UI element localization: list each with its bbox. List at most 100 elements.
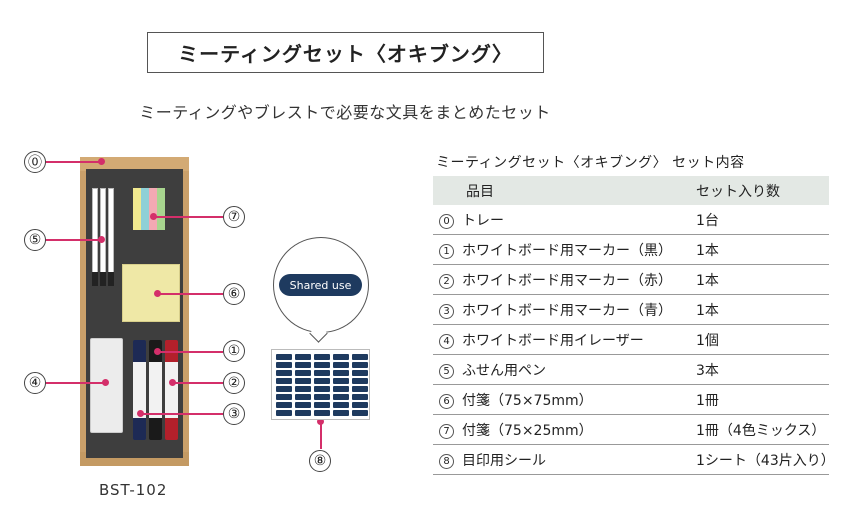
marker-black [149, 340, 162, 440]
sticker [295, 362, 311, 368]
table-row: 0 トレー 1台 [433, 205, 829, 235]
callout-line [140, 413, 223, 415]
item-number: 8 [439, 453, 454, 469]
sticker [352, 370, 368, 376]
item-name: ホワイトボード用マーカー（赤） [462, 272, 672, 289]
sticker [352, 386, 368, 392]
item-number: 1 [439, 243, 454, 259]
item-name: トレー [462, 212, 504, 229]
item-name: ホワイトボード用マーカー（青） [462, 302, 672, 319]
sticker [352, 354, 368, 360]
sticker [333, 354, 349, 360]
item-number: 3 [439, 303, 454, 319]
callout-line [172, 382, 223, 384]
callout-number: ⑤ [24, 229, 46, 251]
sticker [314, 378, 330, 384]
callout-line [157, 351, 223, 353]
sticker [276, 362, 292, 368]
callout-number: ④ [24, 372, 46, 394]
pen-tip [100, 272, 106, 286]
sticker [276, 370, 292, 376]
callout-dot [168, 378, 176, 386]
sticker [333, 362, 349, 368]
callout-dot [101, 378, 109, 386]
callout-number: ⑧ [309, 450, 331, 472]
sticker [352, 402, 368, 408]
sticker [352, 394, 368, 400]
sticker [295, 378, 311, 384]
item-name: 付箋（75×25mm） [462, 422, 593, 439]
item-number: 5 [439, 363, 454, 379]
item-name: 目印用シール [462, 452, 546, 469]
sticker [352, 410, 368, 416]
sticker [314, 354, 330, 360]
callout-line [45, 239, 101, 241]
item-number: 0 [439, 213, 454, 229]
table-row: 6 付箋（75×75mm） 1冊 [433, 384, 829, 415]
item-name: 付箋（75×75mm） [462, 392, 593, 409]
callout-number: ⑦ [223, 206, 245, 228]
item-quantity: 1冊（4色ミックス） [689, 414, 829, 445]
sticker [333, 370, 349, 376]
sticker [276, 354, 292, 360]
item-name: ホワイトボード用イレーザー [462, 332, 644, 349]
item-number: 7 [439, 423, 454, 439]
marker-red [165, 340, 178, 440]
sticker [276, 402, 292, 408]
sticker [276, 394, 292, 400]
item-quantity: 1台 [689, 205, 829, 235]
sticker [333, 402, 349, 408]
sticker [314, 362, 330, 368]
callout-line [320, 421, 322, 449]
table-row: 7 付箋（75×25mm） 1冊（4色ミックス） [433, 414, 829, 445]
sticker [295, 386, 311, 392]
sticker [295, 410, 311, 416]
sticker [295, 370, 311, 376]
pen-tip [108, 272, 114, 286]
callout-line [45, 161, 101, 163]
item-name: ホワイトボード用マーカー（黒） [462, 242, 672, 259]
callout-line [157, 293, 223, 295]
callout-number: ⓪ [24, 151, 46, 173]
item-number: 4 [439, 333, 454, 349]
callout-number: ② [223, 372, 245, 394]
sticker [314, 410, 330, 416]
sticker [352, 362, 368, 368]
sticker [276, 378, 292, 384]
callout-dot [97, 235, 105, 243]
callout-dot [316, 417, 324, 425]
callout-dot [97, 157, 105, 165]
sticker-sheet [271, 349, 370, 420]
callout-dot [153, 289, 161, 297]
item-quantity: 1個 [689, 324, 829, 355]
column-header-item: 品目 [433, 176, 689, 205]
sticker [314, 394, 330, 400]
table-caption: ミーティングセット〈オキブング〉 セット内容 [436, 155, 745, 171]
callout-line [153, 216, 223, 218]
item-quantity: 1冊 [689, 384, 829, 415]
table-header-row: 品目 セット入り数 [433, 176, 829, 205]
callout-number: ③ [223, 403, 245, 425]
sticker [295, 354, 311, 360]
page-subtitle: ミーティングやブレストで必要な文具をまとめたセット [139, 103, 551, 122]
page-title: ミーティングセット〈オキブング〉 [147, 32, 544, 73]
item-number: 6 [439, 393, 454, 409]
product-code: BST-102 [99, 481, 168, 499]
item-quantity: 1本 [689, 264, 829, 295]
table-row: 1 ホワイトボード用マーカー（黒） 1本 [433, 234, 829, 265]
whiteboard-eraser [90, 338, 123, 433]
callout-line [45, 382, 105, 384]
callout-number: ① [223, 340, 245, 362]
item-quantity: 1本 [689, 234, 829, 265]
table-row: 4 ホワイトボード用イレーザー 1個 [433, 324, 829, 355]
sticker [352, 378, 368, 384]
pen-tip [92, 272, 98, 286]
sticker [295, 402, 311, 408]
callout-dot [149, 212, 157, 220]
callout-dot [153, 347, 161, 355]
sticker [333, 386, 349, 392]
